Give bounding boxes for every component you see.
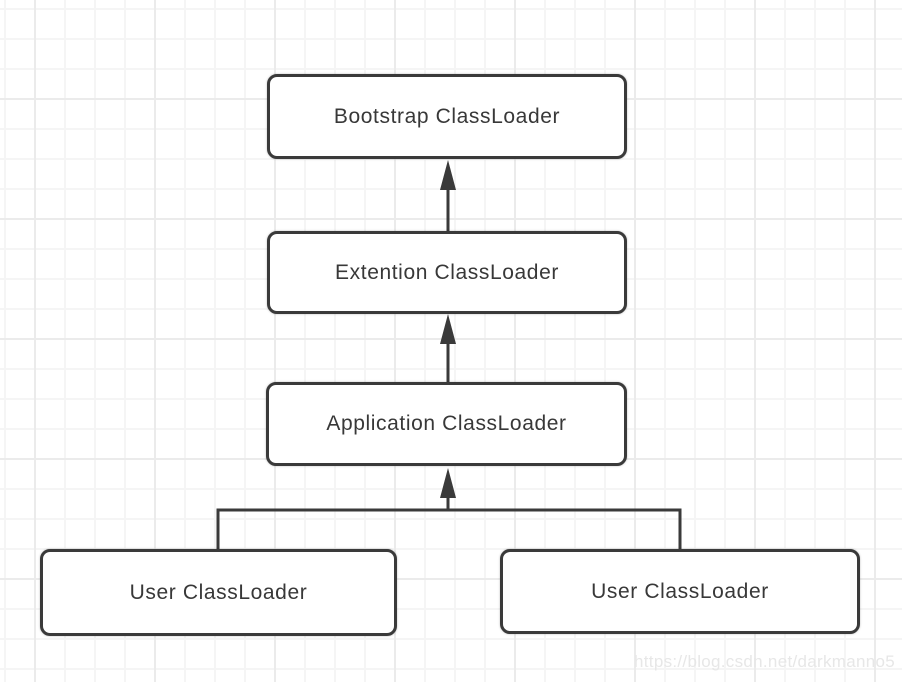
arrowhead-up: [440, 160, 456, 190]
arrowhead-up: [440, 468, 456, 498]
node-label: Extention ClassLoader: [335, 260, 559, 284]
watermark: https://blog.csdn.net/darkmanno5: [634, 652, 895, 671]
node-user-classloader-right: User ClassLoader: [500, 549, 860, 634]
edge-extention-to-bootstrap: [440, 160, 456, 231]
node-label: Application ClassLoader: [326, 412, 567, 435]
edge-users-to-application: [216, 468, 682, 549]
node-label: User ClassLoader: [129, 580, 308, 604]
node-application-classloader: Application ClassLoader: [266, 382, 627, 466]
node-extention-classloader: Extention ClassLoader: [267, 231, 627, 314]
arrowhead-up: [440, 314, 456, 344]
node-label: User ClassLoader: [591, 579, 769, 603]
node-bootstrap-classloader: Bootstrap ClassLoader: [267, 74, 627, 159]
edge-application-to-extention: [440, 314, 456, 382]
node-user-classloader-left: User ClassLoader: [40, 549, 397, 636]
node-label: Bootstrap ClassLoader: [333, 104, 561, 128]
